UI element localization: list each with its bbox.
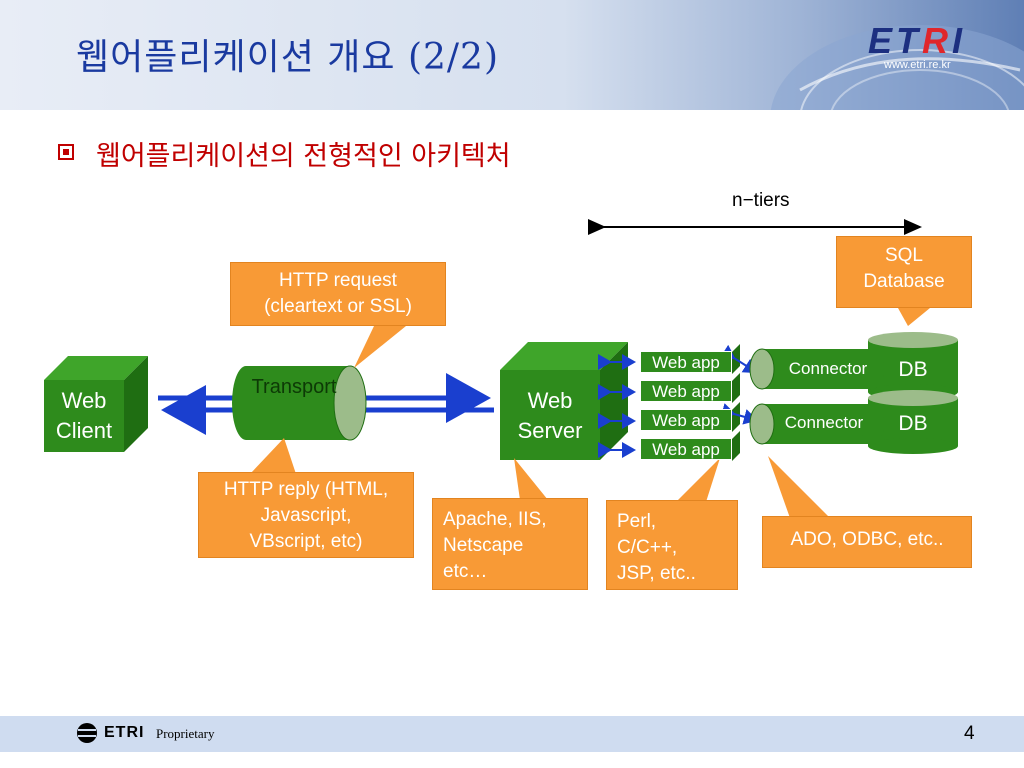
footer-band [0,716,1024,752]
connector-cylinder-2 [749,403,884,445]
http-request-pointer [354,326,406,368]
sql-pointer [898,308,930,326]
connector-label-2: Connector [784,413,864,432]
apache-callout: Apache, IIS, Netscape etc… [432,498,588,590]
footer-logo: ETRI [104,724,145,741]
server-app-arrows [598,354,636,458]
web-app-2: Web app [640,380,732,402]
bullet-square-icon [58,144,74,160]
db-label-1: DB [898,358,928,381]
globe-graphic [770,0,1024,110]
web-app-1: Web app [640,351,732,373]
apache-pointer [514,458,548,500]
perl-pointer [676,458,720,502]
ado-callout: ADO, ODBC, etc.. [762,516,972,568]
web-app-3: Web app [640,409,732,431]
web-server-label: Web Server [517,388,583,443]
web-app-4: Web app [640,438,732,460]
etri-emblem-icon [77,723,97,743]
transport-cylinder [232,365,367,441]
web-server-box [500,342,628,460]
etri-logo: ETRI [868,20,967,61]
footer-proprietary: Proprietary [156,726,215,741]
page-title: 웹어플리케이션 개요 (2/2) [76,37,499,78]
sql-database-callout: SQL Database [836,236,972,308]
perl-callout: Perl, C/C++, JSP, etc.. [606,500,738,590]
db-label-2: DB [898,412,928,435]
transport-label: Transport [251,376,337,398]
ado-pointer [768,456,830,518]
n-tiers-label: n−tiers [732,190,790,211]
http-reply-callout: HTTP reply (HTML, Javascript, VBscript, … [198,472,414,558]
http-request-callout: HTTP request (cleartext or SSL) [230,262,446,326]
web-client-label: Web Client [55,388,113,443]
connector-cylinder-1 [749,348,884,390]
section-heading: 웹어플리케이션의 전형적인 아키텍처 [96,141,511,172]
http-reply-pointer [250,438,296,474]
page-number: 4 [964,723,975,744]
web-client-box [44,356,148,452]
connector-label-1: Connector [788,359,868,378]
logo-url: www.etri.re.kr [884,59,951,71]
